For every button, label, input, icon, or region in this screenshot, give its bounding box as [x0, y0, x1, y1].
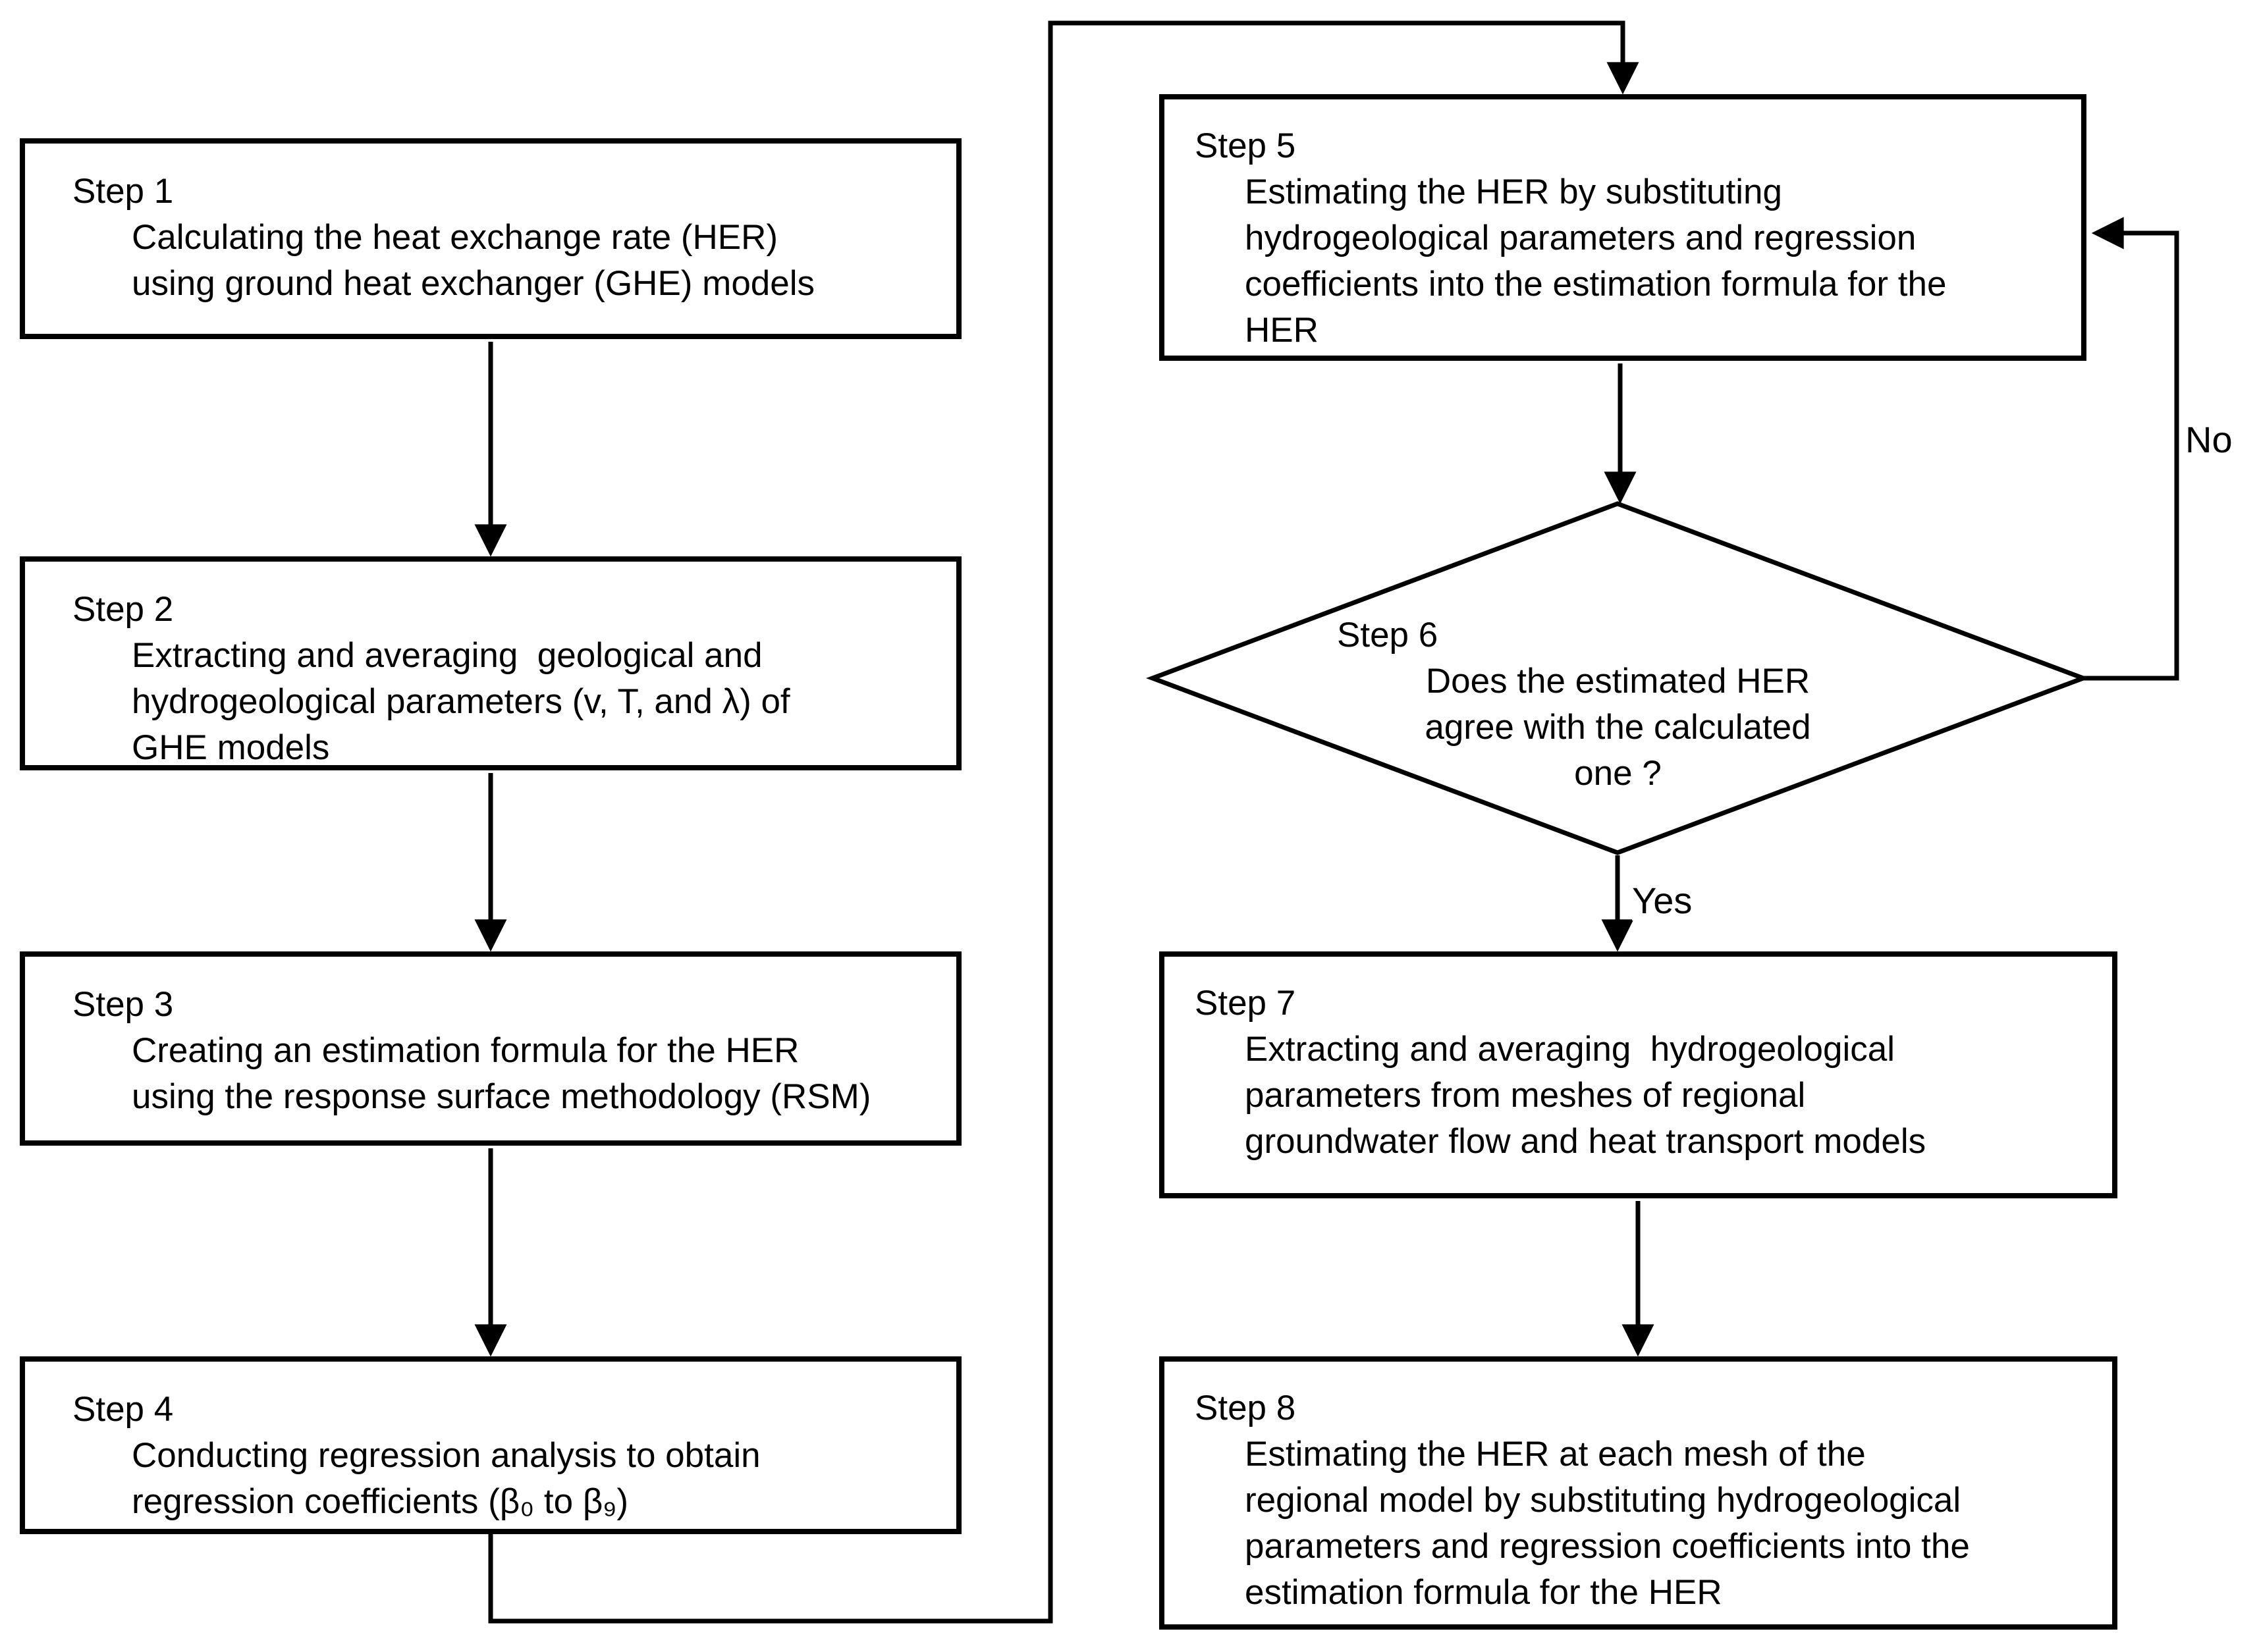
- step-7-text: Extracting and averaging hydrogeological…: [1245, 1030, 1926, 1161]
- step-4-text: Conducting regression analysis to obtain…: [132, 1436, 761, 1521]
- step-3-text: Creating an estimation formula for the H…: [132, 1031, 871, 1116]
- step-2-box: Step 2 Extracting and averaging geologic…: [20, 556, 962, 770]
- step-2-label: Step 2: [72, 590, 174, 629]
- step-5-text: Estimating the HER by substituting hydro…: [1245, 173, 1947, 350]
- edge-step4-to-step5: [488, 20, 1639, 1624]
- step-3-box: Step 3 Creating an estimation formula fo…: [20, 951, 962, 1146]
- step-8-box: Step 8 Estimating the HER at each mesh o…: [1159, 1356, 2117, 1630]
- step-4-label: Step 4: [72, 1390, 174, 1429]
- step-6-diamond-shape: [1146, 501, 2090, 855]
- step-8-text: Estimating the HER at each mesh of the r…: [1245, 1435, 1970, 1612]
- edge-step6-no-to-step5: [2083, 217, 2179, 681]
- step-1-text: Calculating the heat exchange rate (HER)…: [132, 218, 815, 303]
- step-5-box: Step 5 Estimating the HER by substitutin…: [1159, 94, 2086, 361]
- step-5-label: Step 5: [1195, 126, 1296, 165]
- step-3-label: Step 3: [72, 985, 174, 1024]
- no-branch-label: No: [2185, 419, 2233, 460]
- yes-branch-label: Yes: [1632, 880, 1693, 921]
- step-7-box: Step 7 Extracting and averaging hydrogeo…: [1159, 951, 2117, 1198]
- step-6-content: Step 6 Does the estimated HER agree with…: [1153, 504, 2083, 853]
- step-1-label: Step 1: [72, 172, 174, 211]
- step-8-label: Step 8: [1195, 1389, 1296, 1427]
- step-6-text: Does the estimated HER agree with the ca…: [1425, 662, 1811, 793]
- step-4-box: Step 4 Conducting regression analysis to…: [20, 1356, 962, 1534]
- step-6-label: Step 6: [1337, 616, 1438, 654]
- step-1-box: Step 1 Calculating the heat exchange rat…: [20, 138, 962, 339]
- step-2-text: Extracting and averaging geological and …: [132, 636, 790, 767]
- step-7-label: Step 7: [1195, 984, 1296, 1023]
